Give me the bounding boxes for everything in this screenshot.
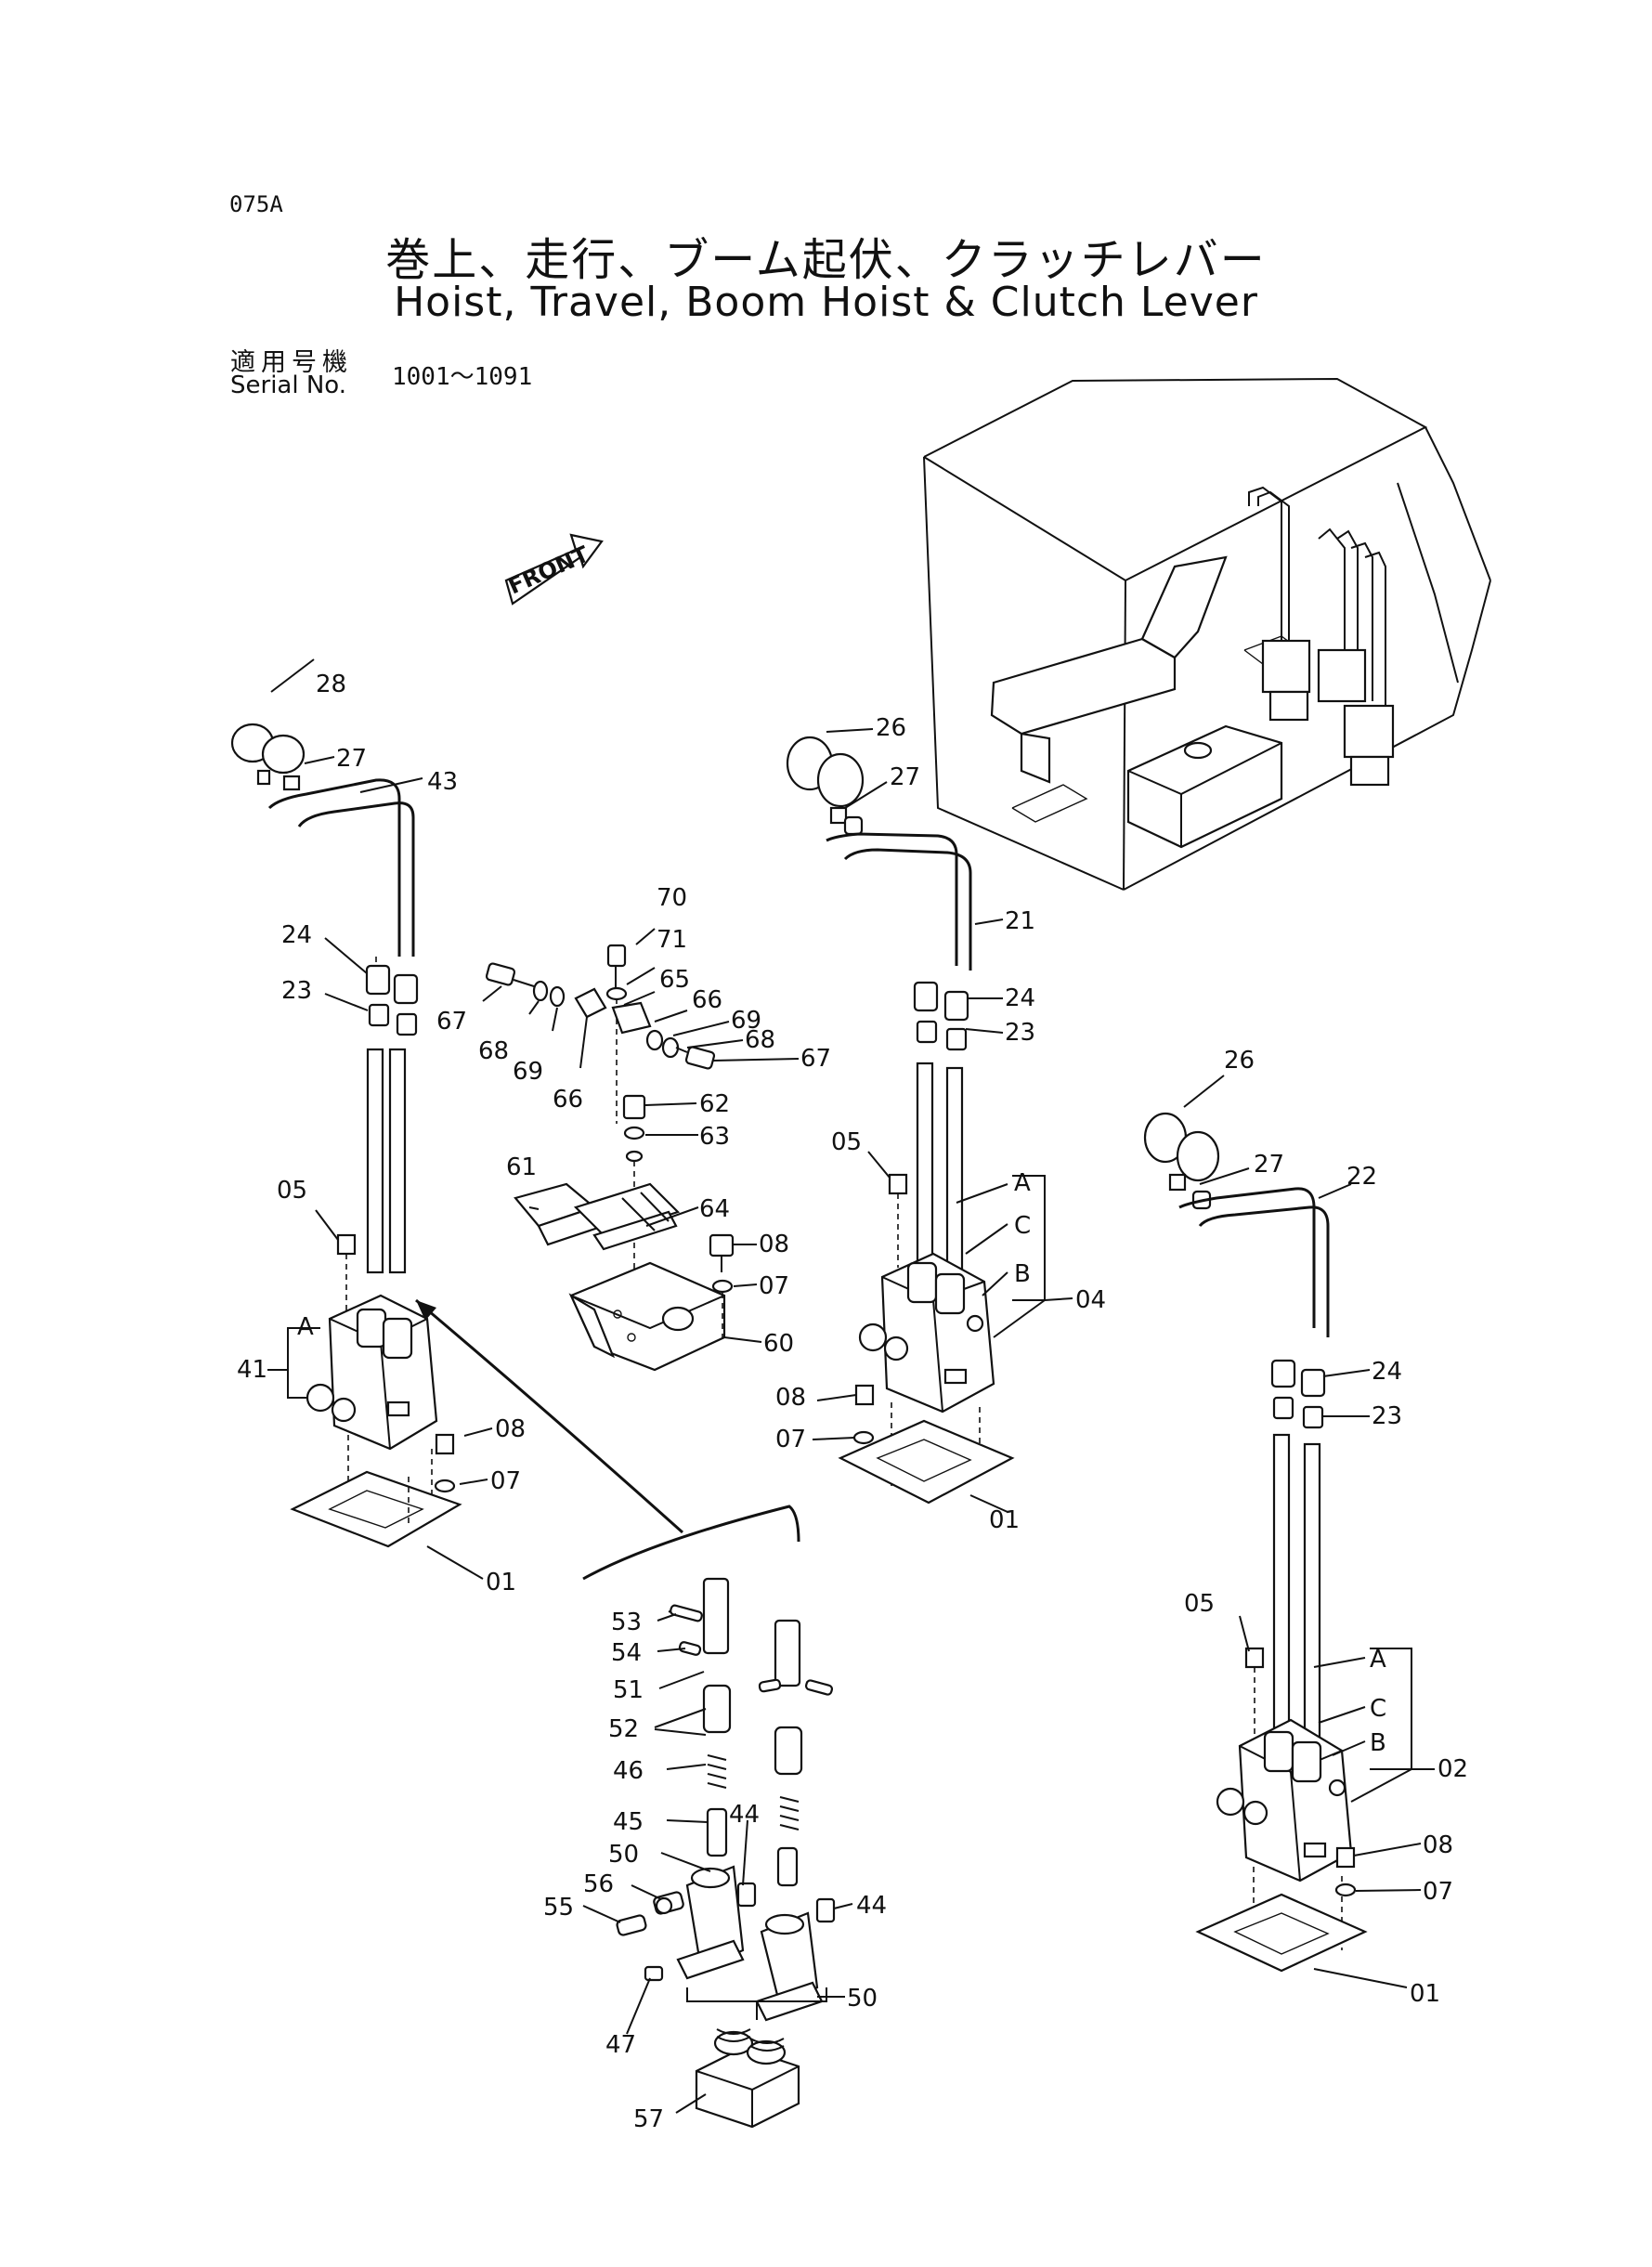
callout-27-middle: 27 xyxy=(890,763,920,791)
callout-51: 51 xyxy=(613,1676,644,1704)
callout-41: 41 xyxy=(237,1356,267,1384)
callout-60: 60 xyxy=(763,1330,794,1358)
callout-01-left: 01 xyxy=(486,1569,516,1596)
callout-07-centre: 07 xyxy=(759,1272,789,1300)
front-arrow-label: FRONT xyxy=(504,541,593,599)
callout-07-right: 07 xyxy=(1423,1878,1453,1906)
callout-71: 71 xyxy=(657,926,687,954)
callout-26-right: 26 xyxy=(1224,1047,1255,1075)
callout-67-right: 67 xyxy=(800,1045,831,1073)
page-code: 075A xyxy=(229,191,283,217)
cab-perspective xyxy=(923,377,1491,891)
callout-08-centre: 08 xyxy=(759,1231,789,1258)
callout-69-left: 69 xyxy=(513,1058,543,1086)
callout-24-left: 24 xyxy=(281,921,312,949)
callout-05-left: 05 xyxy=(277,1177,307,1205)
callout-04: 04 xyxy=(1075,1286,1106,1314)
callout-28: 28 xyxy=(316,671,346,698)
callout-61: 61 xyxy=(506,1153,537,1181)
callout-47: 47 xyxy=(605,2031,636,2059)
callout-53: 53 xyxy=(611,1609,642,1636)
callout-22: 22 xyxy=(1346,1163,1377,1191)
callout-26-middle: 26 xyxy=(876,714,906,742)
title-english: Hoist, Travel, Boom Hoist & Clutch Lever xyxy=(394,279,1258,326)
callout-08-middle: 08 xyxy=(775,1384,806,1412)
callout-02: 02 xyxy=(1437,1755,1468,1783)
callout-23-left: 23 xyxy=(281,977,312,1005)
callout-A-middle: A xyxy=(1014,1169,1031,1197)
callout-66-left: 66 xyxy=(553,1086,583,1114)
callout-27-left: 27 xyxy=(336,745,367,773)
callout-57: 57 xyxy=(633,2105,664,2133)
callout-24-middle: 24 xyxy=(1005,984,1035,1012)
serial-label-english: Serial No. xyxy=(230,371,346,399)
callout-21: 21 xyxy=(1005,907,1035,935)
left-lever-assembly xyxy=(230,723,462,1548)
callout-01-middle: 01 xyxy=(989,1506,1020,1534)
callout-50-upper: 50 xyxy=(608,1841,639,1869)
lock-bracket-group xyxy=(485,944,735,1372)
callout-55: 55 xyxy=(543,1894,574,1922)
callout-08-right: 08 xyxy=(1423,1831,1453,1859)
callout-64: 64 xyxy=(699,1195,730,1223)
callout-A-right: A xyxy=(1370,1646,1386,1674)
callout-68-right: 68 xyxy=(745,1026,775,1054)
callout-43: 43 xyxy=(427,768,458,796)
callout-69-right: 69 xyxy=(731,1007,761,1035)
callout-52: 52 xyxy=(608,1715,639,1743)
callout-08-left: 08 xyxy=(495,1415,526,1443)
callout-44-upper: 44 xyxy=(729,1801,760,1829)
callout-70: 70 xyxy=(657,884,687,912)
callout-23-middle: 23 xyxy=(1005,1019,1035,1047)
title-japanese: 巻上、走行、ブーム起伏、クラッチレバー xyxy=(385,234,1267,286)
callout-05-middle: 05 xyxy=(831,1128,862,1156)
callout-24-right: 24 xyxy=(1372,1358,1402,1386)
right-lever-assembly xyxy=(1143,1112,1368,1973)
callout-65: 65 xyxy=(659,966,690,994)
callout-56: 56 xyxy=(583,1870,614,1898)
callout-45: 45 xyxy=(613,1808,644,1836)
callout-07-middle: 07 xyxy=(775,1426,806,1453)
detail-view xyxy=(415,1298,836,2129)
callout-23-right: 23 xyxy=(1372,1402,1402,1430)
callout-05-right: 05 xyxy=(1184,1590,1215,1618)
callout-01-right: 01 xyxy=(1410,1980,1440,2008)
front-arrow: FRONT xyxy=(504,533,604,606)
serial-label-japanese: 適用号機 xyxy=(230,348,353,377)
middle-lever-assembly xyxy=(786,736,1015,1505)
serial-range: 1001～1091 xyxy=(392,363,533,391)
callout-46: 46 xyxy=(613,1757,644,1785)
callout-68-left: 68 xyxy=(478,1037,509,1065)
callout-C-right: C xyxy=(1370,1695,1386,1723)
callout-B-right: B xyxy=(1370,1729,1386,1757)
callout-27-right: 27 xyxy=(1254,1151,1284,1179)
callout-C-middle: C xyxy=(1014,1212,1031,1240)
callout-63: 63 xyxy=(699,1123,730,1151)
callout-54: 54 xyxy=(611,1639,642,1667)
callout-50-lower: 50 xyxy=(847,1985,878,2013)
callout-66-right: 66 xyxy=(692,986,722,1014)
callout-07-left: 07 xyxy=(490,1467,521,1495)
callout-67-left: 67 xyxy=(436,1008,467,1036)
callout-62: 62 xyxy=(699,1090,730,1118)
callout-B-middle: B xyxy=(1014,1260,1031,1288)
callout-44-lower: 44 xyxy=(856,1892,887,1920)
callout-A-left: A xyxy=(297,1313,314,1341)
